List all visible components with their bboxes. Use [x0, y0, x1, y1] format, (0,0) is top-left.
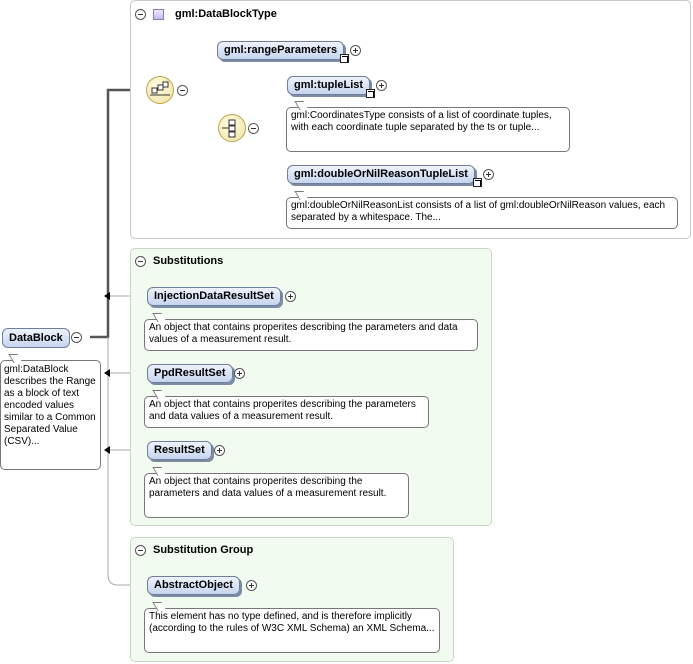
sequence-icon [150, 81, 170, 96]
expand-range-parameters-toggle[interactable] [350, 45, 361, 56]
collapse-choice-toggle[interactable] [248, 123, 259, 134]
expand-ppd-toggle[interactable] [234, 368, 245, 379]
arrow-head [104, 446, 110, 454]
complex-type-icon [153, 9, 164, 20]
substitution-item-result-set[interactable]: ResultSet [147, 441, 212, 460]
substitution-item-ppd-result-set[interactable]: PpdResultSet [147, 364, 233, 383]
expand-tuple-list-toggle[interactable] [376, 80, 387, 91]
reference-icon [340, 54, 349, 63]
tuple-list-node[interactable]: gml:tupleList [287, 76, 371, 95]
substitution-group-link [107, 337, 146, 586]
datablock-root-node[interactable]: DataBlock [2, 328, 70, 348]
arrow-head [104, 292, 110, 300]
expand-abstract-object-toggle[interactable] [246, 580, 257, 591]
collapse-substitution-group-toggle[interactable] [135, 545, 146, 556]
collapse-substitutions-toggle[interactable] [135, 256, 146, 267]
reference-icon [473, 178, 482, 187]
injection-description: An object that contains properites descr… [144, 313, 478, 351]
abstract-object-node[interactable]: AbstractObject [147, 576, 240, 595]
datablock-description: gml:DataBlock describes the Range as a b… [0, 354, 101, 470]
collapse-type-toggle[interactable] [135, 9, 146, 20]
substitution-group-title: Substitution Group [153, 544, 254, 556]
expand-double-list-toggle[interactable] [483, 169, 494, 180]
substitutions-title: Substitutions [153, 255, 224, 267]
double-list-description: gml:doubleOrNilReasonList consists of a … [286, 191, 678, 229]
abstract-object-description: This element has no type defined, and is… [144, 602, 440, 653]
double-or-nil-reason-tuple-list-node[interactable]: gml:doubleOrNilReasonTupleList [287, 165, 475, 184]
reference-icon [366, 89, 375, 98]
tuple-list-description: gml:CoordinatesType consists of a list o… [286, 101, 570, 152]
substitution-item-injection-data-result-set[interactable]: InjectionDataResultSet [147, 287, 281, 306]
choice-compositor[interactable] [218, 114, 246, 142]
collapse-datablock-toggle[interactable] [71, 332, 82, 343]
expand-result-set-toggle[interactable] [214, 445, 225, 456]
collapse-sequence-toggle[interactable] [177, 85, 188, 96]
sequence-compositor[interactable] [146, 76, 174, 104]
arrow-head [104, 369, 110, 377]
expand-injection-toggle[interactable] [285, 291, 296, 302]
type-connector [90, 88, 147, 339]
ppd-description: An object that contains properites descr… [144, 390, 429, 428]
result-set-description: An object that contains properites descr… [144, 467, 409, 518]
choice-icon [222, 119, 236, 138]
type-panel-title: gml:DataBlockType [175, 8, 277, 20]
range-parameters-node[interactable]: gml:rangeParameters [217, 41, 345, 60]
